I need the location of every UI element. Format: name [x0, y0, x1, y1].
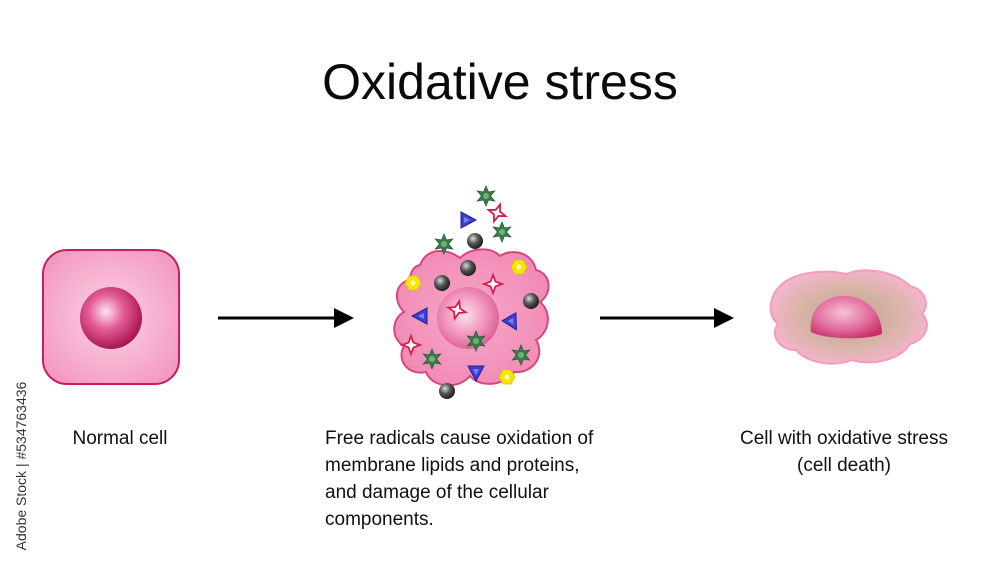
stock-id-label: Adobe Stock | #534763436: [13, 381, 29, 551]
radical-ball: [434, 275, 450, 291]
radical-yellow: [510, 259, 528, 275]
radical-yellow: [498, 369, 516, 385]
caption-free-radicals: Free radicals cause oxidation of membran…: [325, 428, 594, 530]
caption-stressed-cell: Cell with oxidative stress (cell death): [739, 428, 949, 476]
radical-diamond: [484, 200, 510, 226]
arrow-1: [218, 308, 354, 328]
dead-nucleus: [810, 296, 882, 339]
radical-yellow: [404, 275, 422, 291]
normal-cell: [42, 249, 180, 385]
radical-ball: [523, 293, 539, 309]
arrow-2: [600, 308, 734, 328]
diagram-title: Oxidative stress: [322, 54, 678, 110]
dead-cell: [769, 269, 928, 365]
radical-star: [476, 185, 496, 207]
radical-ball: [460, 260, 476, 276]
radical-ball: [467, 233, 483, 249]
radical-triangle: [460, 211, 477, 229]
radical-ball: [439, 383, 455, 399]
radical-star: [492, 221, 512, 243]
caption-normal-cell: Normal cell: [72, 428, 168, 449]
damaged-nucleus: [437, 287, 499, 349]
normal-nucleus: [80, 287, 142, 349]
